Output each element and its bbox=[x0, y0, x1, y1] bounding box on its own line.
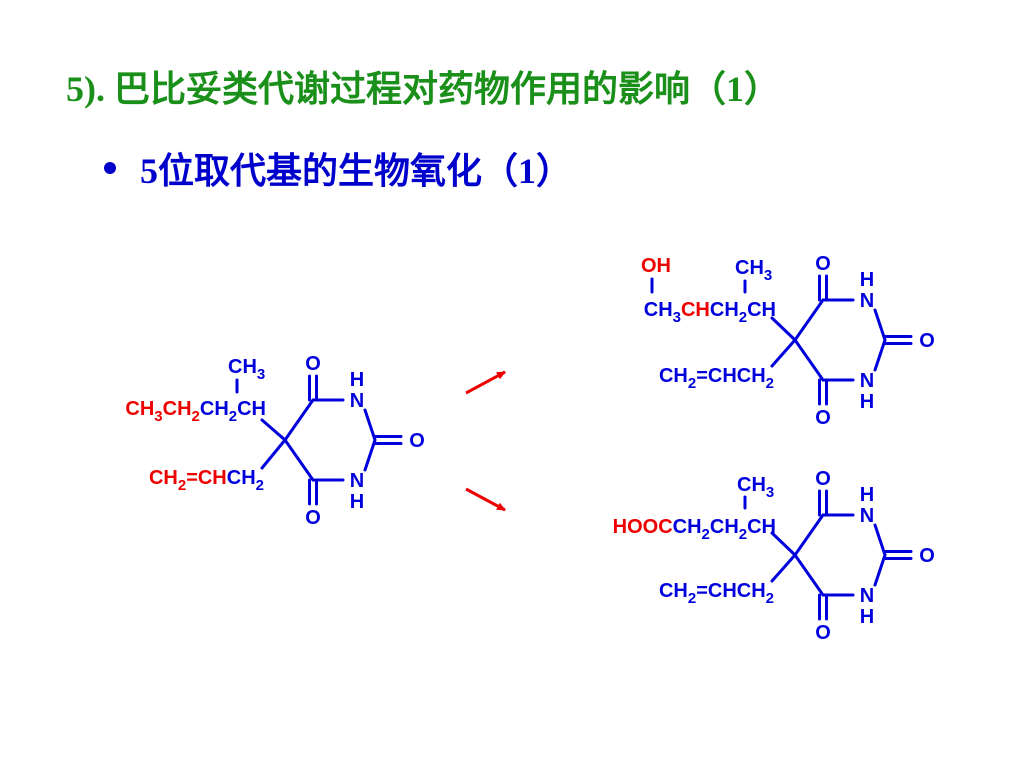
reaction-arrow-down bbox=[465, 487, 506, 512]
ring-bond bbox=[873, 308, 887, 342]
substituent-chain-upper: CH3​CHCH2​CH bbox=[644, 299, 776, 326]
methyl-group: CH3​ bbox=[737, 474, 774, 501]
substituent-chain-upper: HOOCCH2​CH2​CH bbox=[613, 516, 776, 543]
substituent-chain-upper: CH3​CH2​CH2​CH bbox=[125, 398, 266, 425]
carbonyl-oxygen-upper: O bbox=[815, 253, 831, 275]
carbonyl-oxygen-upper: O bbox=[815, 468, 831, 490]
carbonyl-oxygen-lower: O bbox=[815, 622, 831, 644]
substituent-bond bbox=[770, 338, 797, 368]
methyl-group: CH3​ bbox=[735, 257, 772, 284]
nh-hydrogen-lower: H bbox=[860, 391, 874, 413]
allyl-chain: CH2​=CHCH2​ bbox=[149, 467, 264, 494]
substituent-bond bbox=[260, 418, 287, 442]
ring-nitrogen-lower: N bbox=[860, 370, 874, 392]
ring-bond bbox=[793, 298, 825, 342]
ring-nitrogen-lower: N bbox=[350, 470, 364, 492]
ring-nitrogen-upper: N bbox=[860, 505, 874, 527]
reaction-arrow-up bbox=[465, 370, 506, 395]
ring-nitrogen-upper: N bbox=[350, 390, 364, 412]
carbonyl-oxygen-lower: O bbox=[305, 507, 321, 529]
substituent-bond bbox=[770, 316, 797, 342]
nh-hydrogen-upper: H bbox=[350, 369, 364, 391]
ring-bond bbox=[363, 408, 377, 442]
nh-hydrogen-upper: H bbox=[860, 269, 874, 291]
ring-bond bbox=[873, 523, 887, 557]
ring-bond bbox=[363, 438, 377, 472]
nh-hydrogen-lower: H bbox=[350, 491, 364, 513]
substituent-bond bbox=[770, 531, 797, 557]
carbonyl-oxygen-upper: O bbox=[305, 353, 321, 375]
ring-bond bbox=[793, 553, 825, 597]
allyl-chain: CH2​=CHCH2​ bbox=[659, 365, 774, 392]
substituent-bond bbox=[260, 438, 287, 470]
carbonyl-oxygen-c2: O bbox=[919, 330, 935, 352]
ring-bond bbox=[873, 338, 887, 372]
ring-bond bbox=[283, 398, 315, 442]
nh-hydrogen-upper: H bbox=[860, 484, 874, 506]
ring-bond bbox=[873, 553, 887, 587]
methyl-group: CH3​ bbox=[228, 356, 265, 383]
bullet-point-icon bbox=[104, 162, 116, 174]
ring-bond bbox=[793, 338, 825, 382]
ring-bond bbox=[283, 438, 315, 482]
allyl-chain: CH2​=CHCH2​ bbox=[659, 580, 774, 607]
nh-hydrogen-lower: H bbox=[860, 606, 874, 628]
carbonyl-oxygen-c2: O bbox=[409, 430, 425, 452]
ring-bond bbox=[793, 513, 825, 557]
ring-nitrogen-upper: N bbox=[860, 290, 874, 312]
ring-nitrogen-lower: N bbox=[860, 585, 874, 607]
hydroxyl-group: OH bbox=[641, 255, 671, 277]
bullet-text: 5位取代基的生物氧化（1） bbox=[140, 151, 573, 191]
slide-title: 5). 巴比妥类代谢过程对药物作用的影响（1） bbox=[66, 69, 780, 109]
carbonyl-oxygen-c2: O bbox=[919, 545, 935, 567]
substituent-bond bbox=[770, 553, 797, 583]
carbonyl-oxygen-lower: O bbox=[815, 407, 831, 429]
